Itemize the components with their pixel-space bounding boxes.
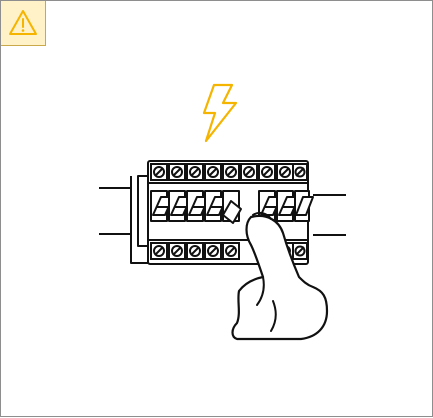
top-terminals (150, 163, 308, 181)
breaker-switches (150, 190, 314, 224)
lightning-bolt-icon (202, 83, 238, 143)
warning-badge (1, 1, 46, 46)
hand-icon (231, 214, 329, 341)
warning-triangle-icon (9, 10, 37, 35)
hand-finger-detail (252, 211, 277, 332)
din-rail (99, 187, 346, 236)
breaker-housing-left (130, 164, 149, 264)
